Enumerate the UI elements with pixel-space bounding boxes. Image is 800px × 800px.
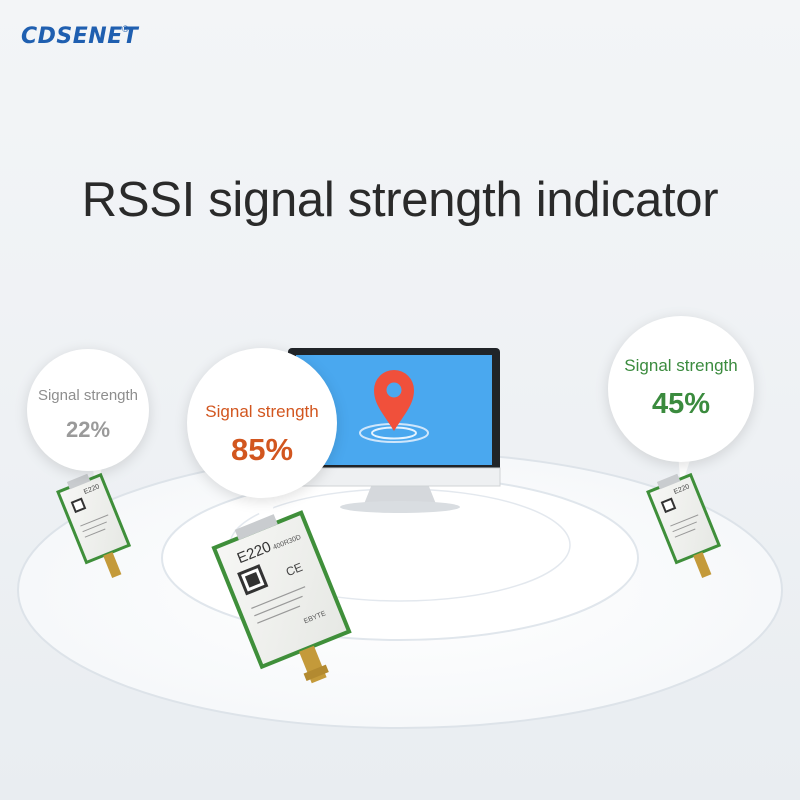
signal-value: 45% (651, 388, 711, 420)
page-headline: RSSI signal strength indicator (81, 173, 719, 227)
signal-bubble-center: Signal strength 85% (187, 348, 337, 498)
svg-text:CE: CE (284, 560, 305, 579)
signal-label: Signal strength (624, 356, 738, 375)
ce-mark-icon: CE (284, 560, 305, 579)
signal-value: 85% (230, 432, 294, 467)
brand-logo: CDSENET (21, 24, 139, 49)
rf-module-center: E220 400R30D CE EBYTE (211, 510, 352, 684)
signal-label: Signal strength (37, 387, 139, 404)
signal-bubble-left: Signal strength 22% (27, 349, 149, 471)
signal-label: Signal strength (205, 402, 319, 421)
rf-module-left: E220 (56, 472, 132, 578)
rf-module-right: E220 (646, 472, 722, 578)
registered-mark: ® (122, 24, 129, 34)
signal-value: 22% (65, 417, 111, 442)
signal-bubble-right: Signal strength 45% (608, 316, 754, 462)
bubble-tail-center (250, 486, 278, 534)
location-pin-icon (359, 370, 429, 443)
